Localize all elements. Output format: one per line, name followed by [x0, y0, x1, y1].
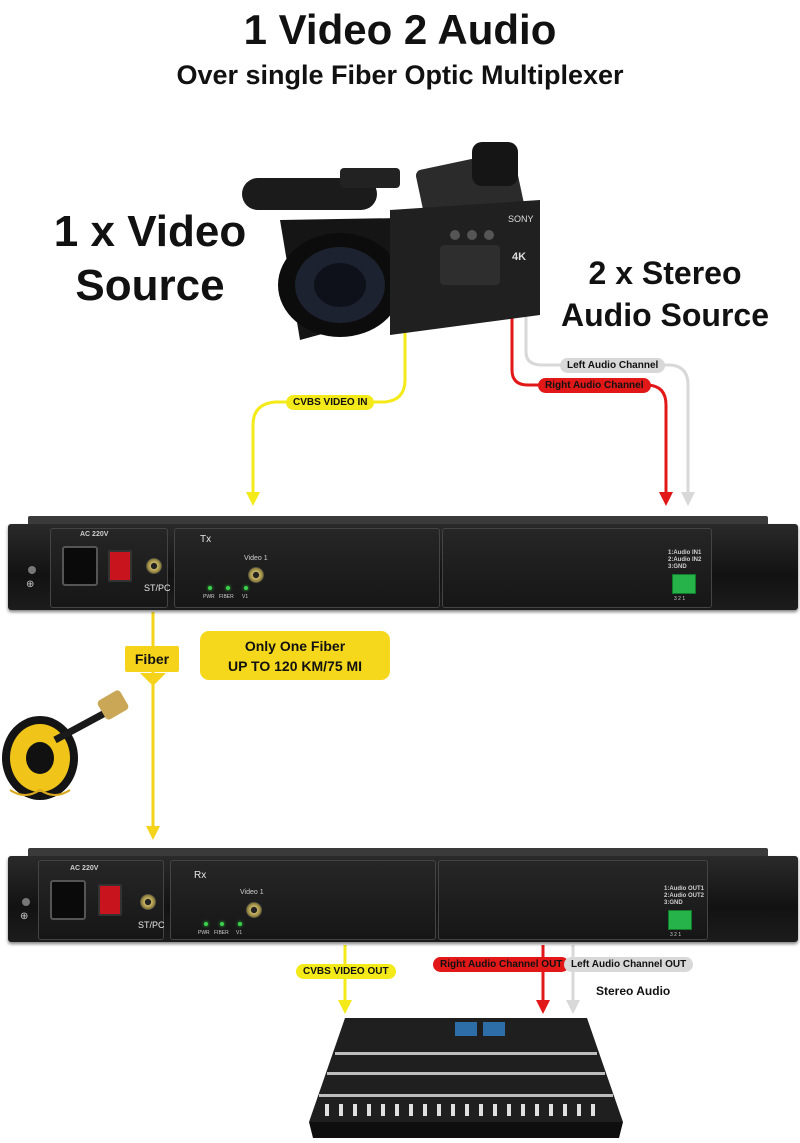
cvbs-video-out-label: CVBS VIDEO OUT: [296, 964, 396, 979]
svg-text:4K: 4K: [512, 251, 526, 263]
tx-multiplexer-unit: ⊕ AC 220V ST/PC Tx Video 1 PWR FIBER V1 …: [8, 516, 798, 610]
audio-mixer-icon: [309, 1018, 623, 1138]
rx-multiplexer-unit: ⊕ AC 220V ST/PC Rx Video 1 PWR FIBER V1 …: [8, 848, 798, 942]
power-switch[interactable]: [98, 884, 122, 916]
video-panel: [170, 860, 436, 940]
fiber-arrowhead-mid: [140, 673, 166, 686]
fiber-tag: Fiber: [125, 646, 179, 672]
audio-line-2: 2:Audio IN2: [668, 557, 702, 563]
unit-name-label: Tx: [200, 534, 212, 545]
right-audio-in-arrowhead: [659, 492, 673, 506]
power-socket-icon[interactable]: [50, 880, 86, 920]
cvbs-video-in-label: CVBS VIDEO IN: [286, 395, 375, 410]
right-audio-in-label: Right Audio Channel: [538, 378, 651, 393]
right-audio-out-label: Right Audio Channel OUT: [433, 957, 570, 972]
video-source-label: 1 x Video Source: [53, 207, 247, 310]
audio-line-3: 3:GND: [668, 564, 687, 570]
video-bnc-port[interactable]: [246, 902, 262, 918]
v1-led: [238, 922, 242, 926]
power-switch[interactable]: [108, 550, 132, 582]
led-label-v1: V1: [236, 930, 243, 936]
fiber-connector-label: ST/PC: [138, 920, 165, 930]
video-in-arrowhead: [246, 492, 260, 506]
video-port-label: Video 1: [240, 889, 264, 896]
st-pc-fiber-port[interactable]: [140, 894, 156, 910]
audio-line-3: 3:GND: [664, 900, 683, 906]
left-audio-in-label: Left Audio Channel: [560, 358, 666, 373]
audio-line-1: 1:Audio OUT1: [664, 886, 704, 892]
led-label-pwr: PWR: [198, 930, 210, 936]
stereo-audio-label: Stereo Audio: [596, 984, 671, 998]
right-audio-out-arrowhead: [536, 1000, 550, 1014]
led-label-fiber: FIBER: [219, 594, 234, 600]
audio-source-label: 2 x Stereo Audio Source: [560, 255, 769, 333]
audio-line-2: 2:Audio OUT2: [664, 893, 704, 899]
pwr-led: [208, 586, 212, 590]
fiber-connector-label: ST/PC: [144, 583, 171, 593]
fiber-cable-reel-icon: [2, 690, 129, 800]
page-title: 1 Video 2 Audio: [243, 6, 557, 53]
st-pc-fiber-port[interactable]: [146, 558, 162, 574]
fiber-arrowhead-end: [146, 826, 160, 840]
fiber-led: [220, 922, 224, 926]
fiber-note-box: Only One Fiber UP TO 120 KM/75 MI: [200, 631, 390, 680]
pwr-led: [204, 922, 208, 926]
fiber-note-line-1: Only One Fiber: [244, 638, 346, 654]
page-subtitle: Over single Fiber Optic Multiplexer: [176, 60, 624, 90]
fiber-note-line-2: UP TO 120 KM/75 MI: [227, 658, 363, 674]
video-panel: [174, 528, 440, 608]
unit-name-label: Rx: [194, 870, 207, 881]
svg-text:SONY: SONY: [508, 214, 534, 224]
ground-screw-icon: [28, 566, 36, 574]
audio-line-1: 1:Audio IN1: [668, 550, 702, 556]
led-label-pwr: PWR: [203, 594, 215, 600]
audio-terminal-block[interactable]: [672, 574, 696, 594]
fiber-led: [226, 586, 230, 590]
audio-terminal-block[interactable]: [668, 910, 692, 930]
video-bnc-port[interactable]: [248, 567, 264, 583]
left-audio-in-arrowhead: [681, 492, 695, 506]
power-rating-label: AC 220V: [80, 531, 109, 538]
left-audio-out-label: Left Audio Channel OUT: [564, 957, 694, 972]
ground-symbol-icon: ⊕: [20, 911, 29, 922]
ground-screw-icon: [22, 898, 30, 906]
ground-symbol-icon: ⊕: [26, 579, 35, 590]
video-out-arrowhead: [338, 1000, 352, 1014]
v1-led: [244, 586, 248, 590]
video-camera-icon: SONY 4K: [242, 142, 540, 340]
led-label-v1: V1: [242, 594, 249, 600]
terminal-pin-labels: 3 2 1: [670, 932, 682, 938]
power-socket-icon[interactable]: [62, 546, 98, 586]
terminal-pin-labels: 3 2 1: [674, 596, 686, 602]
left-audio-out-arrowhead: [566, 1000, 580, 1014]
audio-panel: [438, 860, 708, 940]
video-port-label: Video 1: [244, 555, 268, 562]
led-label-fiber: FIBER: [214, 930, 229, 936]
audio-panel: [442, 528, 712, 608]
power-rating-label: AC 220V: [70, 865, 99, 872]
